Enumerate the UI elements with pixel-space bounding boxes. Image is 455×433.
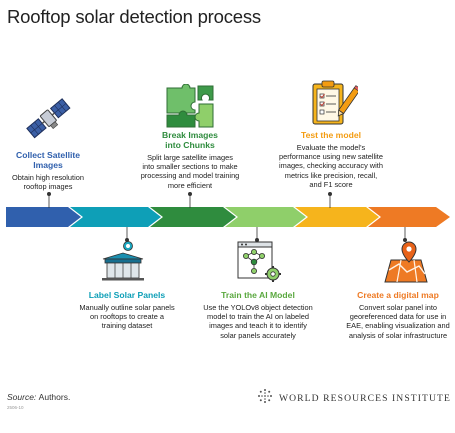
step-desc-line: solar panels accurately xyxy=(220,330,296,340)
org-name: WORLD RESOURCES INSTITUTE xyxy=(279,393,451,404)
figure-code: 2506-10 xyxy=(7,405,24,410)
step-desc-line: Convert solar panel into xyxy=(358,303,438,312)
map-pin-icon xyxy=(381,240,429,284)
arrow-segment-1 xyxy=(6,207,81,227)
step-desc-line: rooftop images xyxy=(23,182,73,192)
process-arrow-bar xyxy=(6,200,452,234)
arrow-segment-6 xyxy=(368,207,450,227)
step-title-line: Collect Satellite xyxy=(16,150,80,160)
satellite-icon xyxy=(24,94,74,144)
puzzle-icon xyxy=(165,84,215,128)
step-test-the-model: Test the model Evaluate the model's perf… xyxy=(272,130,390,189)
step-desc-line: processing and model training xyxy=(140,171,240,181)
step-desc-line: Use the YOLOv8 object detection xyxy=(203,303,313,312)
step-title-line: Test the model xyxy=(300,130,361,140)
source-note: Source: Authors. xyxy=(7,392,70,402)
clipboard-checklist-icon xyxy=(310,80,358,126)
step-title-line: into Chunks xyxy=(165,140,215,150)
solar-panel-house-icon xyxy=(99,240,147,282)
arrow-segment-2 xyxy=(70,207,161,227)
ai-network-icon xyxy=(236,240,282,284)
arrow-segment-3 xyxy=(150,207,236,227)
step-title-line: Images xyxy=(33,160,63,170)
step-desc-line: Obtain high resolution xyxy=(12,173,84,182)
step-title-line: Label Solar Panels xyxy=(88,290,166,300)
step-desc-line: images and teach it to identify xyxy=(209,321,307,331)
source-label: Source: xyxy=(7,392,37,402)
step-desc-line: more efficient xyxy=(167,180,213,190)
step-desc-line: into smaller sections to make xyxy=(142,162,238,172)
step-desc-line: analysis of solar infrastructure xyxy=(348,330,448,340)
page-title: Rooftop solar detection process xyxy=(7,6,261,27)
step-desc-line: Split large satellite images xyxy=(147,153,233,162)
step-desc-line: on rooftops to create a xyxy=(90,312,164,322)
step-desc-line: Evaluate the model's xyxy=(296,143,366,152)
step-desc-line: metrics like precision, recall, xyxy=(284,170,378,180)
step-desc-line: and F1 score xyxy=(309,179,353,189)
step-title-line: Break Images xyxy=(162,130,218,140)
step-break-images-into-chunks: Break Images into Chunks Split large sat… xyxy=(136,130,244,190)
step-title-line: Create a digital map xyxy=(357,290,439,300)
step-desc-line: performance using new satellite xyxy=(279,152,383,162)
step-desc-line: EAE, enabling visualization and xyxy=(346,321,450,331)
arrow-segment-4 xyxy=(225,207,306,227)
source-text: Authors. xyxy=(38,392,71,402)
arrow-segment-5 xyxy=(295,207,379,227)
step-label-solar-panels: Label Solar Panels Manually outline sola… xyxy=(72,290,182,331)
step-desc-line: Manually outline solar panels xyxy=(79,303,175,312)
step-collect-satellite-images: Collect Satellite Images Obtain high res… xyxy=(3,150,93,191)
step-create-a-digital-map: Create a digital map Convert solar panel… xyxy=(342,290,454,340)
step-train-the-ai-model: Train the AI Model Use the YOLOv8 object… xyxy=(198,290,318,340)
step-desc-line: georeferenced data for use in xyxy=(349,312,447,322)
step-title-line: Train the AI Model xyxy=(221,290,295,300)
step-desc-line: training dataset xyxy=(101,321,153,331)
step-desc-line: model to train the AI on labeled xyxy=(207,312,309,322)
step-desc-line: images, checking accuracy with xyxy=(279,161,383,171)
wri-logo: WORLD RESOURCES INSTITUTE xyxy=(257,388,451,409)
wri-globe-icon xyxy=(257,388,273,409)
